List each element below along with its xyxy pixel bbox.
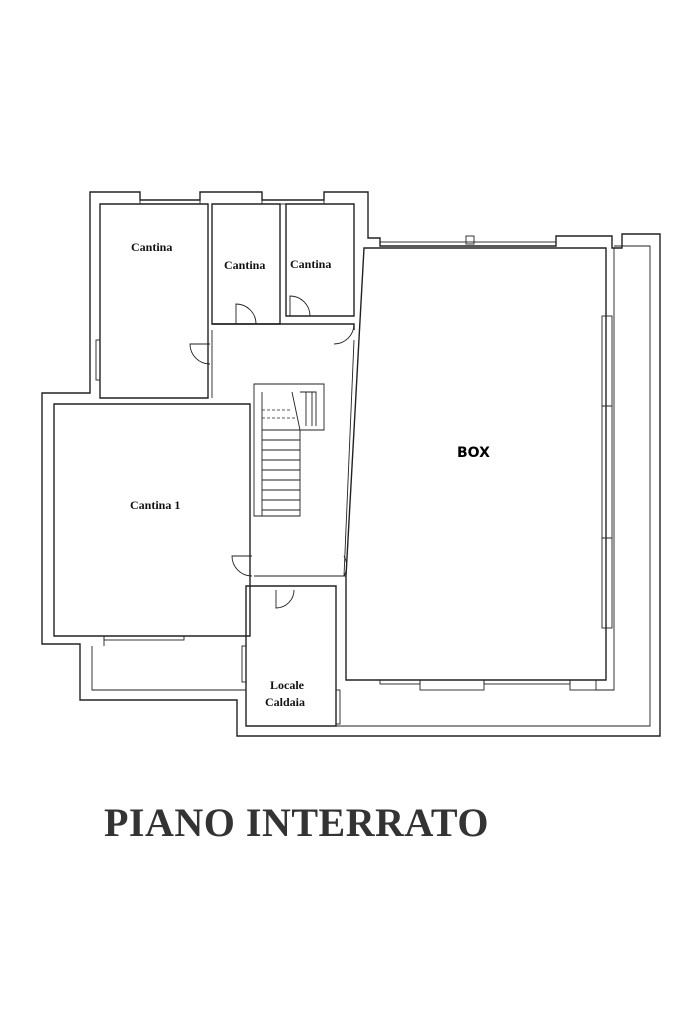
room-label-cantina-right: Cantina [290, 257, 331, 271]
room-label-box: BOX [457, 445, 490, 461]
room-label-locale: Locale [270, 678, 305, 692]
room-label-cantina-1: Cantina 1 [130, 498, 180, 512]
outer-walls [41, 191, 661, 737]
room-label-cantina-left: Cantina [131, 240, 172, 254]
stair-treads [262, 392, 313, 511]
plan-title: PIANO INTERRATO [104, 800, 489, 845]
staircase [253, 383, 325, 517]
doors [189, 295, 355, 609]
window-marks [95, 199, 613, 725]
room-label-cantina-middle: Cantina [224, 258, 265, 272]
room-label-caldaia: Caldaia [265, 695, 305, 709]
